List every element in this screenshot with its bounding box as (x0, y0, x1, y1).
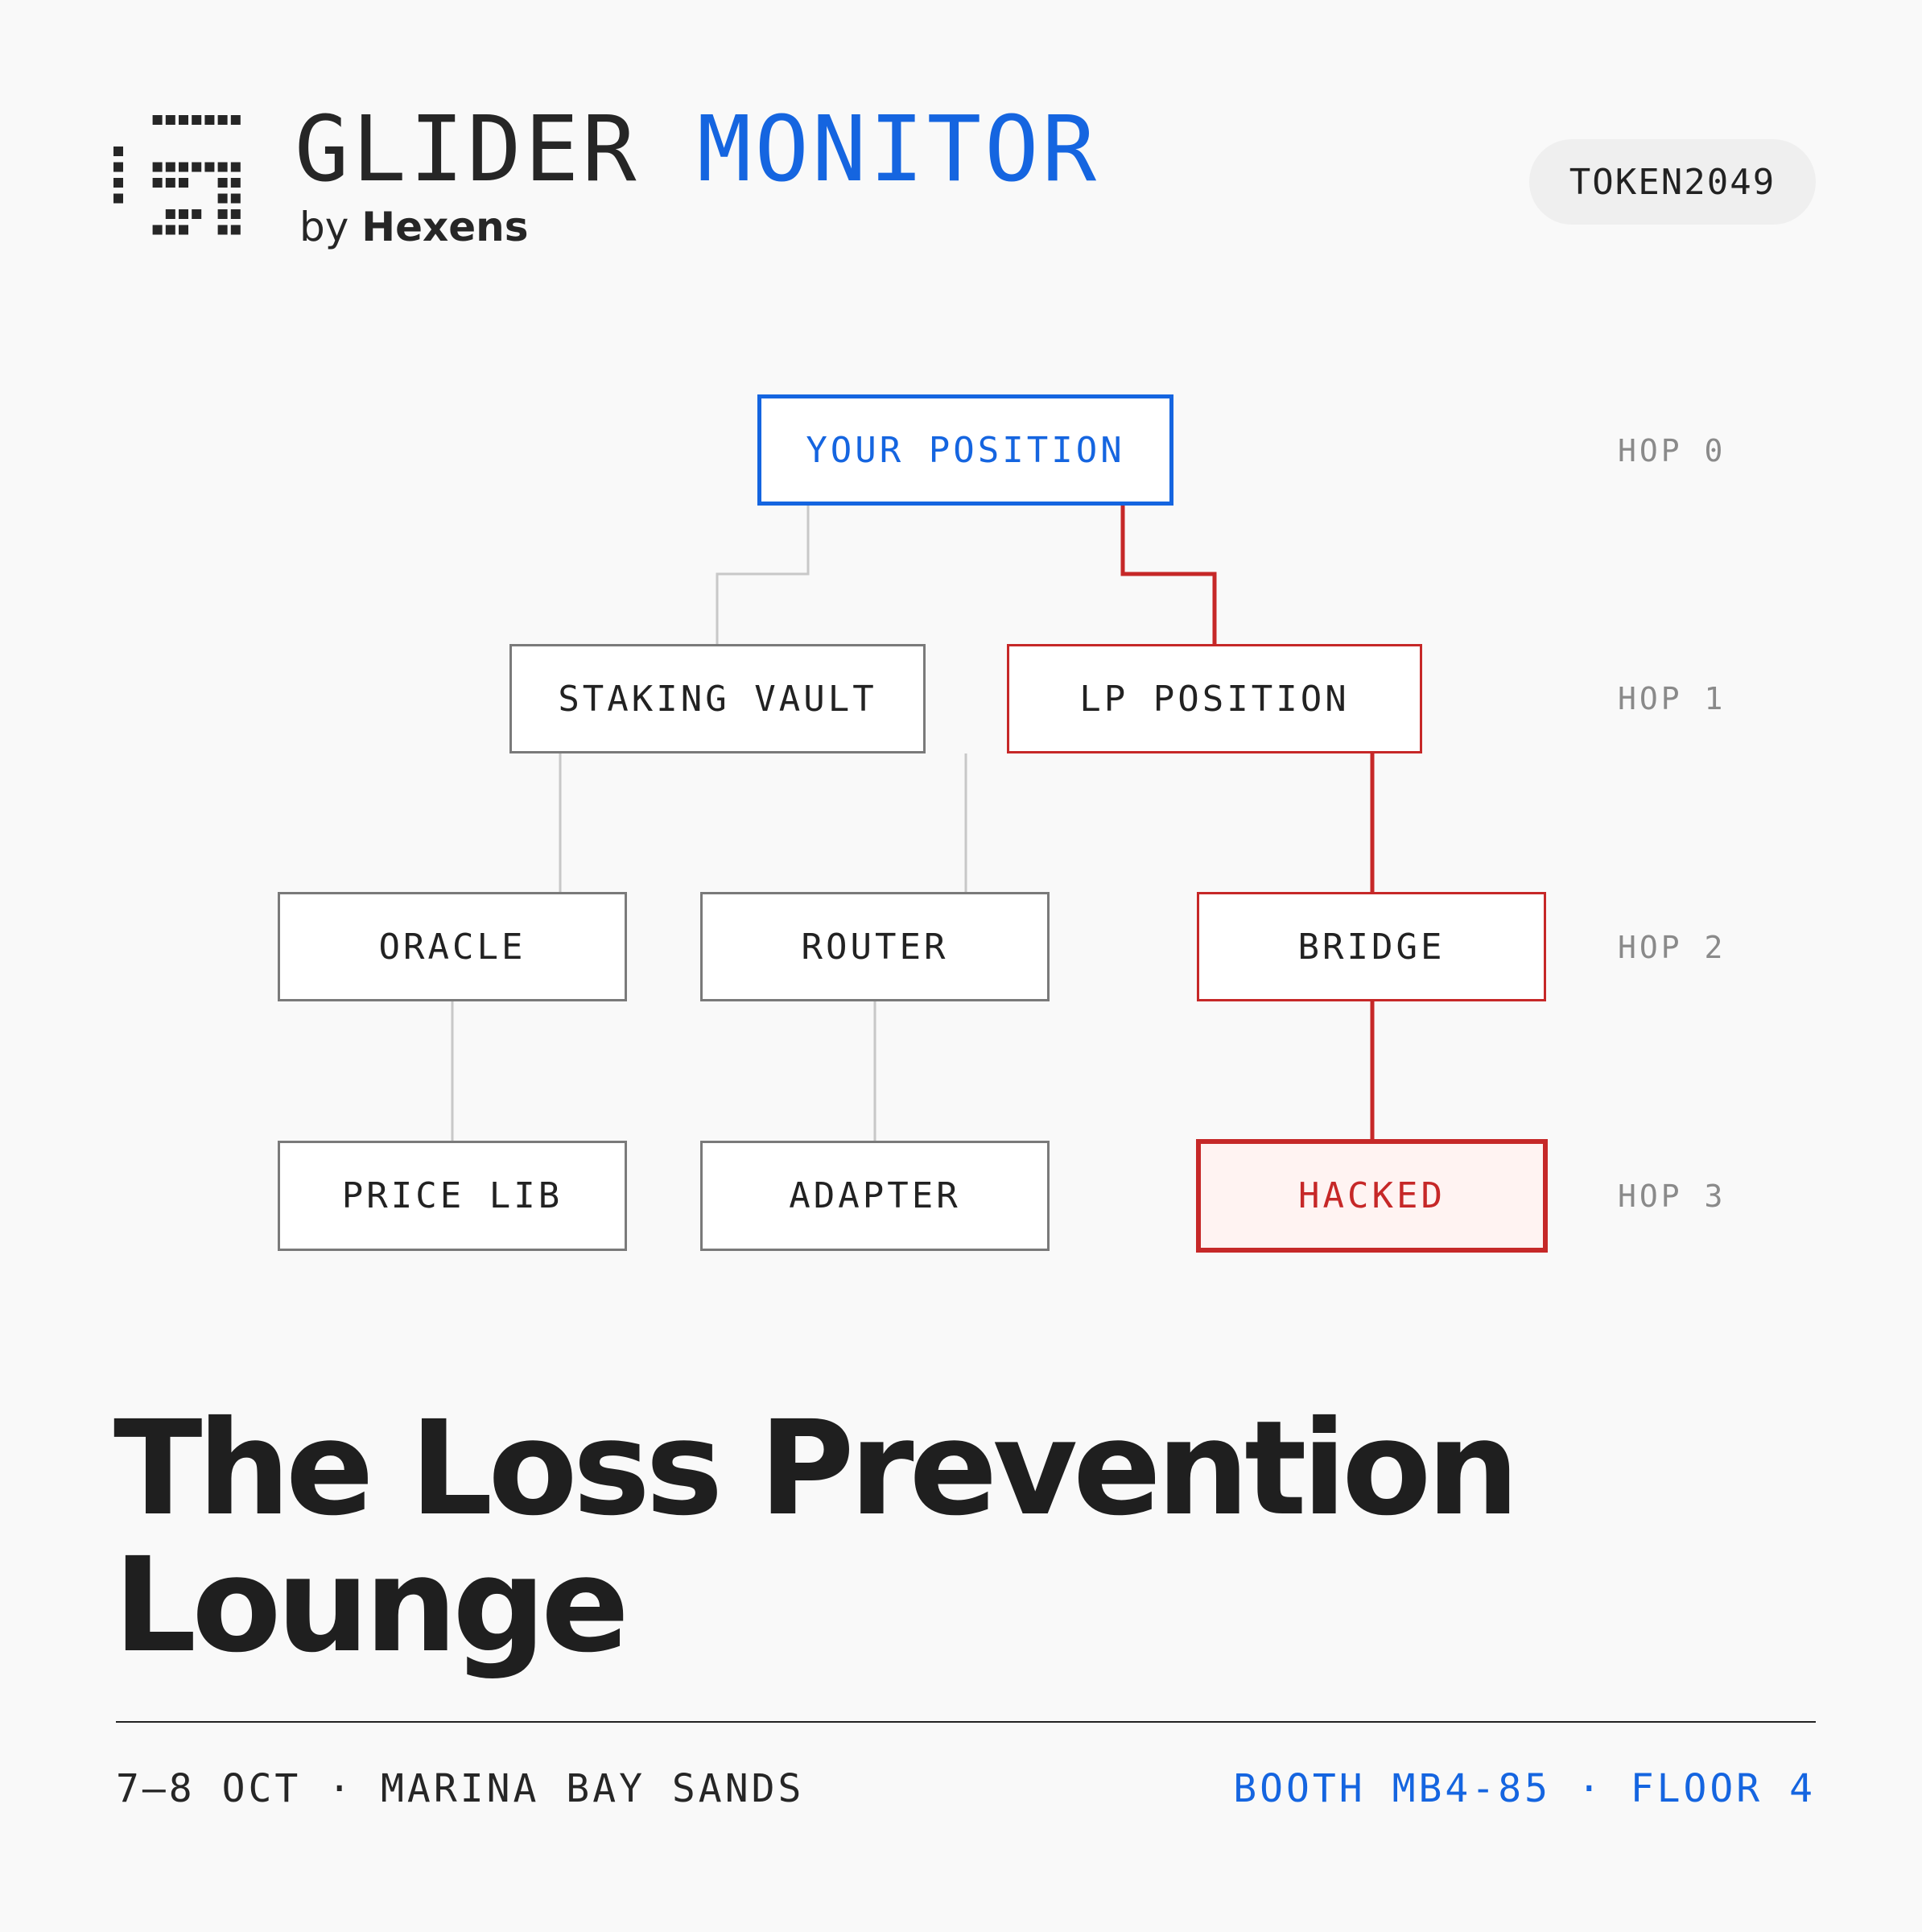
brand-word-glider: GLIDER (295, 97, 640, 202)
hop-label-0: HOP 0 (1618, 433, 1726, 469)
event-badge: TOKEN2049 (1529, 139, 1816, 225)
node-adapter: ADAPTER (700, 1141, 1050, 1251)
footer-separator: · (328, 1766, 355, 1811)
headline: The Loss Prevention Lounge (113, 1401, 1562, 1674)
node-hacked: HACKED (1196, 1139, 1548, 1253)
brand-word-monitor: MONITOR (697, 97, 1100, 202)
node-oracle: ORACLE (278, 892, 627, 1001)
node-lp-position: LP POSITION (1007, 644, 1422, 753)
hop-label-3: HOP 3 (1618, 1179, 1726, 1214)
headline-line-1: The Loss Prevention (113, 1393, 1520, 1545)
booth-info: BOOTH MB4-85 · FLOOR 4 (1233, 1765, 1816, 1813)
node-bridge: BRIDGE (1197, 892, 1546, 1001)
hop-label-2: HOP 2 (1618, 930, 1726, 965)
node-router: ROUTER (700, 892, 1050, 1001)
event-venue: MARINA BAY SANDS (381, 1766, 805, 1811)
byline: by Hexens (299, 203, 529, 251)
connector-lines (451, 506, 1375, 1141)
connector-root-staking (716, 506, 810, 644)
byline-company: Hexens (361, 204, 529, 250)
connector-root-lp (1120, 506, 1217, 644)
footer-divider (116, 1721, 1816, 1723)
event-date: 7–8 OCT (116, 1766, 302, 1811)
footer-separator: · (1577, 1766, 1604, 1811)
headline-line-2: Lounge (113, 1530, 629, 1682)
booth-number: BOOTH MB4-85 (1233, 1766, 1551, 1811)
byline-by: by (299, 204, 349, 250)
glider-logo-icon (113, 115, 241, 235)
brand-title: GLIDER MONITOR (295, 98, 1099, 201)
hop-label-1: HOP 1 (1618, 681, 1726, 716)
event-date-venue: 7–8 OCT · MARINA BAY SANDS (116, 1765, 804, 1813)
node-price-lib: PRICE LIB (278, 1141, 627, 1251)
node-your-position: YOUR POSITION (757, 394, 1173, 506)
node-staking-vault: STAKING VAULT (509, 644, 926, 753)
floor-number: FLOOR 4 (1630, 1766, 1816, 1811)
